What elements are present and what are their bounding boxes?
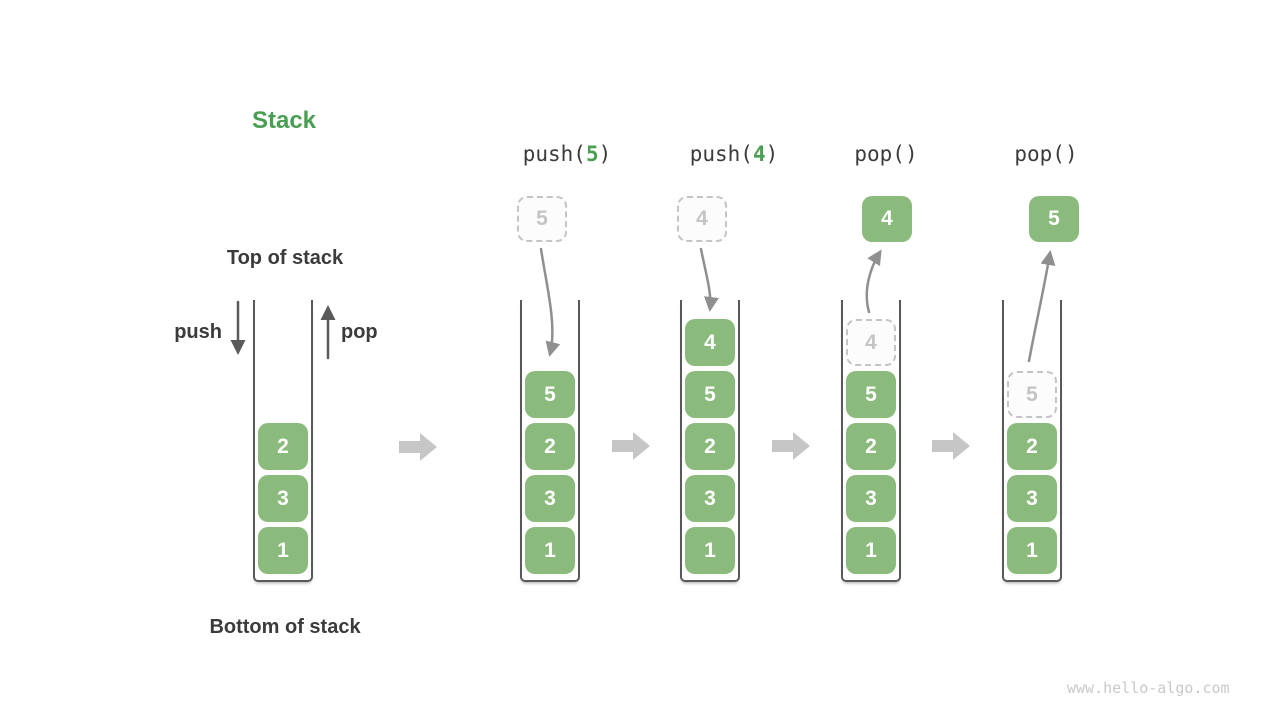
stack-block-1: 1 bbox=[258, 527, 308, 574]
stack-block-1: 1 bbox=[846, 527, 896, 574]
op-label-push5: push(5) bbox=[523, 142, 612, 166]
stack-block-1: 1 bbox=[685, 527, 735, 574]
stack-block-5: 5 bbox=[1007, 371, 1057, 418]
stack-block-2: 2 bbox=[258, 423, 308, 470]
stack-block-2: 2 bbox=[1007, 423, 1057, 470]
popped-element-4: 4 bbox=[862, 196, 912, 242]
stack-after-pop2: 1 3 2 5 bbox=[1002, 300, 1062, 582]
step-right-arrow-icon bbox=[612, 432, 650, 460]
stack-after-push5: 1 3 2 5 bbox=[520, 300, 580, 582]
stack-block-2: 2 bbox=[525, 423, 575, 470]
op-arg: 4 bbox=[752, 142, 766, 166]
op-text: ) bbox=[765, 142, 779, 166]
stack-block-2: 2 bbox=[685, 423, 735, 470]
op-text: ) bbox=[598, 142, 612, 166]
step-right-arrow-icon bbox=[932, 432, 970, 460]
op-text: pop( bbox=[1014, 142, 1065, 166]
stack-block-3: 3 bbox=[1007, 475, 1057, 522]
step-right-arrow-icon bbox=[399, 433, 437, 461]
stack-block-4: 4 bbox=[846, 319, 896, 366]
op-arg: 5 bbox=[585, 142, 599, 166]
stack-block-3: 3 bbox=[525, 475, 575, 522]
watermark: www.hello-algo.com bbox=[1067, 679, 1230, 697]
stack-block-5: 5 bbox=[525, 371, 575, 418]
stack-block-1: 1 bbox=[525, 527, 575, 574]
stack-block-1: 1 bbox=[1007, 527, 1057, 574]
op-text: ) bbox=[1064, 142, 1078, 166]
stack-after-pop1: 1 3 2 5 4 bbox=[841, 300, 901, 582]
incoming-element-5: 5 bbox=[517, 196, 567, 242]
stack-block-3: 3 bbox=[846, 475, 896, 522]
stack-block-3: 3 bbox=[685, 475, 735, 522]
bottom-of-stack-label: Bottom of stack bbox=[209, 616, 361, 638]
stack-after-push4: 1 3 2 5 4 bbox=[680, 300, 740, 582]
stack-block-2: 2 bbox=[846, 423, 896, 470]
stack-block-4: 4 bbox=[685, 319, 735, 366]
top-of-stack-label: Top of stack bbox=[226, 247, 344, 269]
diagram-title: Stack bbox=[251, 107, 317, 134]
incoming-element-4: 4 bbox=[677, 196, 727, 242]
op-label-pop2: pop() bbox=[1014, 142, 1077, 166]
op-text: ) bbox=[904, 142, 918, 166]
pop-label: pop bbox=[341, 321, 378, 343]
op-label-pop1: pop() bbox=[854, 142, 917, 166]
stack-initial: 1 3 2 bbox=[253, 300, 313, 582]
op-text: push( bbox=[689, 142, 753, 166]
step-right-arrow-icon bbox=[772, 432, 810, 460]
stack-block-3: 3 bbox=[258, 475, 308, 522]
op-text: pop( bbox=[854, 142, 905, 166]
popped-element-5: 5 bbox=[1029, 196, 1079, 242]
stack-block-5: 5 bbox=[685, 371, 735, 418]
push-label: push bbox=[174, 321, 222, 343]
stack-block-5: 5 bbox=[846, 371, 896, 418]
op-text: push( bbox=[522, 142, 586, 166]
op-label-push4: push(4) bbox=[690, 142, 779, 166]
